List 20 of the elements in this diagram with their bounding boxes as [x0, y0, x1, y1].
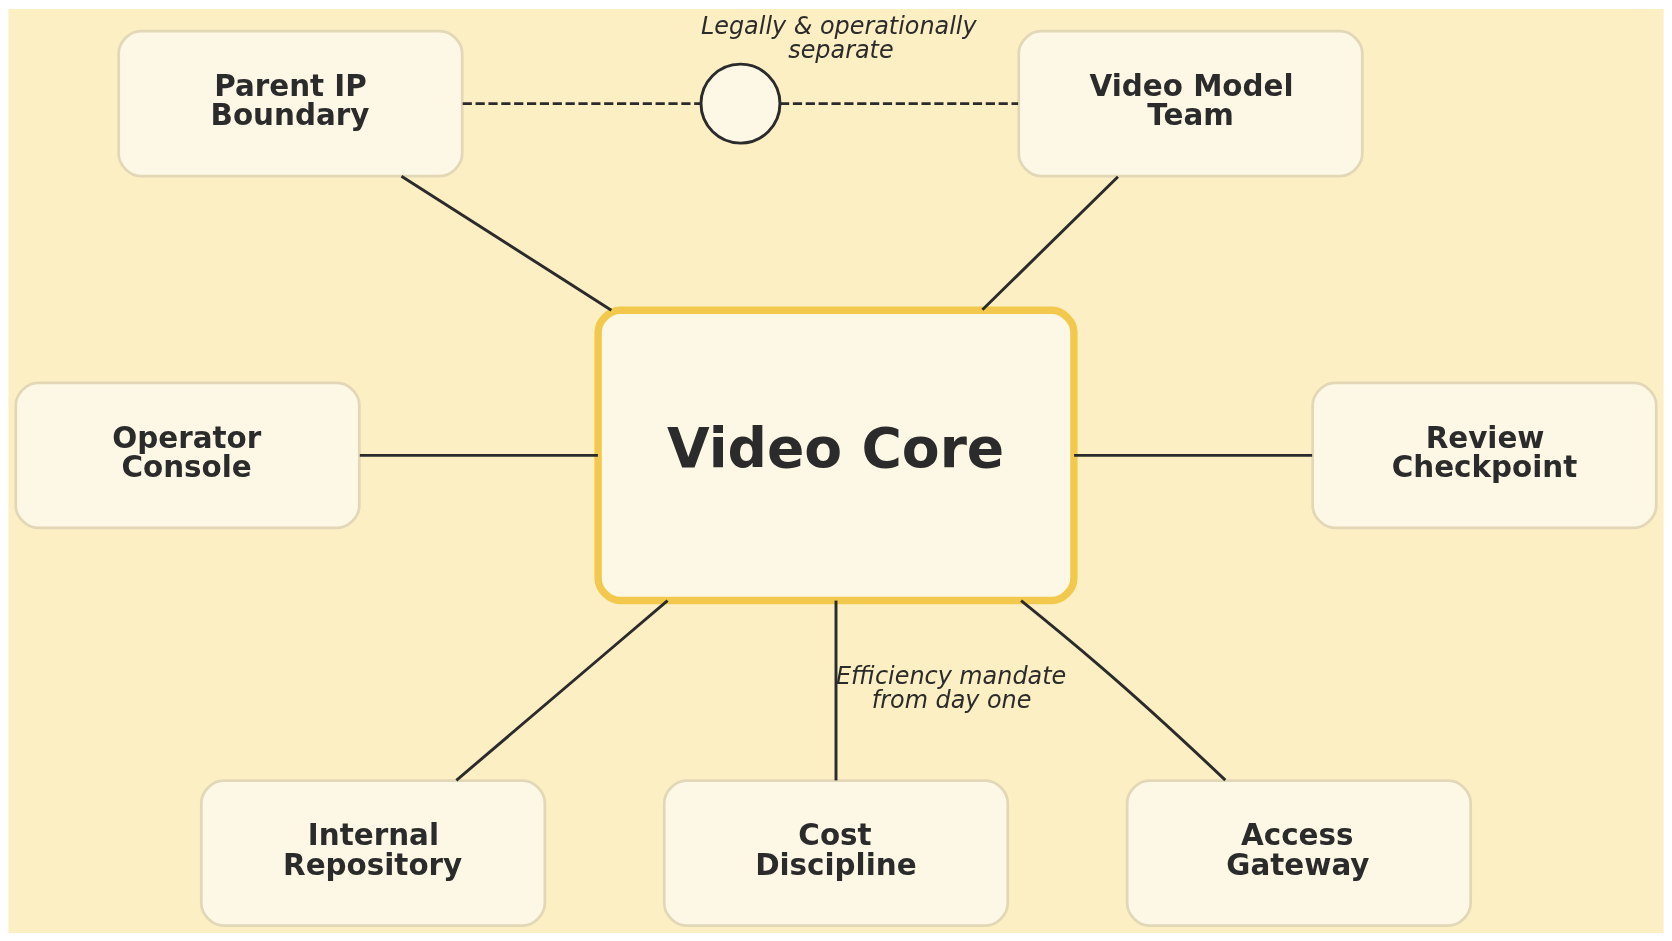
connector: [780, 101, 1019, 105]
node-circle: [699, 62, 782, 145]
connector: [400, 174, 613, 311]
node-box: Access Gateway: [1125, 778, 1473, 927]
connector: [1020, 599, 1227, 781]
node-box: Parent IP Boundary: [117, 29, 464, 178]
edge-label: Efficiency mandate from day one: [836, 661, 1067, 714]
node-box: Video Model Team: [1017, 29, 1364, 178]
connector: [462, 101, 701, 105]
node-box: Operator Console: [14, 380, 361, 529]
connector: [981, 175, 1119, 311]
connector: [455, 599, 669, 781]
connector: [1074, 453, 1313, 457]
node-box: Video Core: [594, 306, 1078, 604]
node-box: Review Checkpoint: [1311, 380, 1658, 529]
connector: [834, 600, 838, 780]
node-box: Cost Discipline: [662, 778, 1010, 927]
node-box: Internal Repository: [199, 778, 547, 927]
node-label: Legally & operationally separate: [700, 11, 977, 63]
connector: [359, 453, 598, 457]
